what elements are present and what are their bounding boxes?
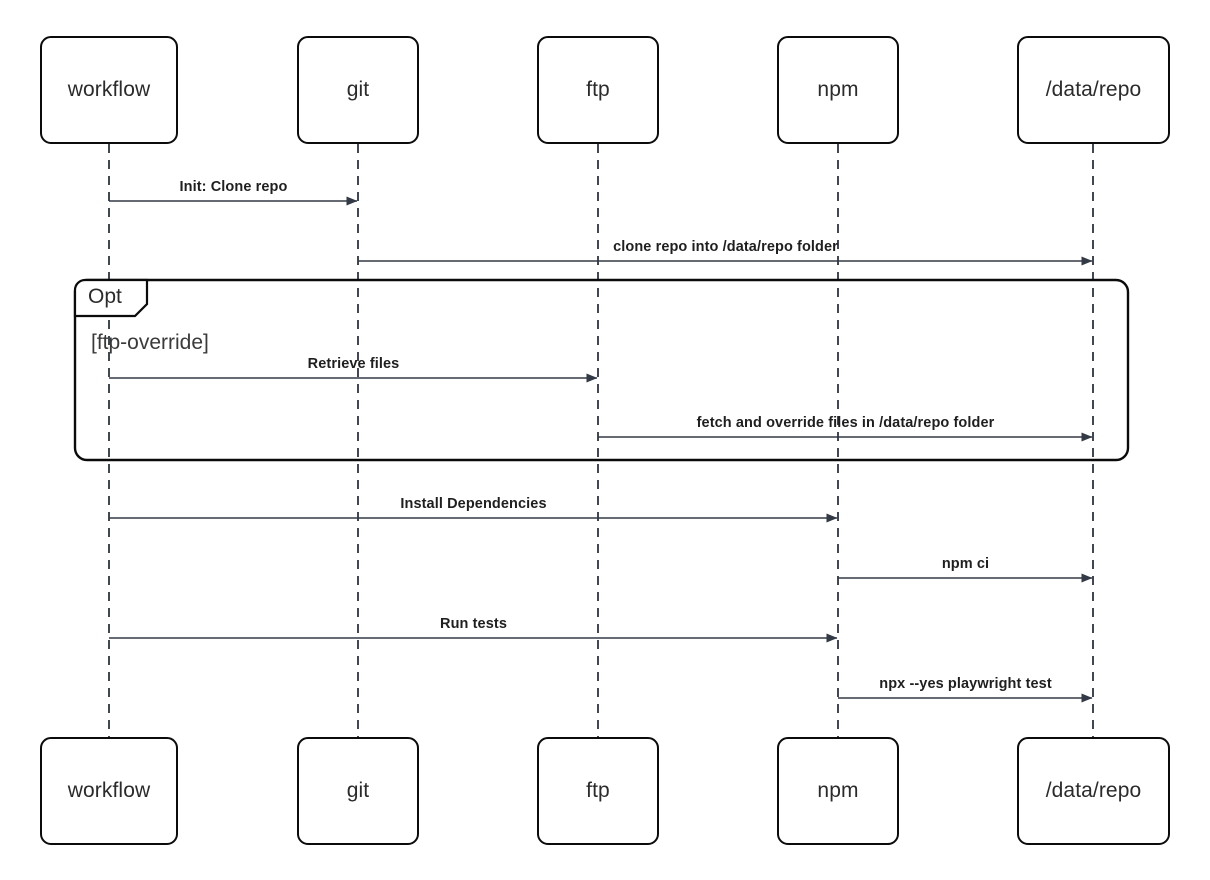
participant-git-top[interactable]: git — [297, 36, 419, 144]
participant-ftp-top[interactable]: ftp — [537, 36, 659, 144]
participant-label-repo: /data/repo — [1045, 779, 1142, 802]
fragment-tab-opt-ftp-override — [73, 278, 149, 318]
fragments-group — [73, 278, 1130, 462]
participant-label-workflow: workflow — [67, 779, 151, 802]
participant-workflow-bottom[interactable]: workflow — [40, 737, 178, 845]
messages-group — [109, 196, 1093, 703]
participant-workflow-top[interactable]: workflow — [40, 36, 178, 144]
participant-label-repo: /data/repo — [1045, 78, 1142, 101]
participant-label-workflow: workflow — [67, 78, 151, 101]
participant-repo-bottom[interactable]: /data/repo — [1017, 737, 1170, 845]
fragment-kind-label-opt-ftp-override: Opt — [88, 285, 122, 308]
participant-label-ftp: ftp — [586, 78, 610, 101]
message-label-m6: npm ci — [941, 556, 990, 572]
message-label-m5: Install Dependencies — [400, 496, 547, 512]
participant-label-npm: npm — [817, 779, 859, 802]
participant-label-ftp: ftp — [586, 779, 610, 802]
participant-npm-top[interactable]: npm — [777, 36, 899, 144]
message-label-m4: fetch and override files in /data/repo f… — [696, 415, 995, 431]
fragment-condition-label-opt-ftp-override: [ftp-override] — [91, 331, 209, 354]
lifelines-group — [108, 144, 1094, 737]
participant-repo-top[interactable]: /data/repo — [1017, 36, 1170, 144]
participant-ftp-bottom[interactable]: ftp — [537, 737, 659, 845]
message-label-m2: clone repo into /data/repo folder — [613, 239, 838, 255]
participant-label-git: git — [346, 779, 370, 802]
participant-npm-bottom[interactable]: npm — [777, 737, 899, 845]
message-label-m1: Init: Clone repo — [179, 179, 288, 195]
participant-label-npm: npm — [817, 78, 859, 101]
message-label-m3: Retrieve files — [307, 356, 400, 372]
fragment-outline-opt-ftp-override — [73, 278, 1130, 462]
participant-label-git: git — [346, 78, 370, 101]
participant-git-bottom[interactable]: git — [297, 737, 419, 845]
message-label-m7: Run tests — [440, 616, 507, 632]
message-label-m8: npx --yes playwright test — [879, 676, 1052, 692]
